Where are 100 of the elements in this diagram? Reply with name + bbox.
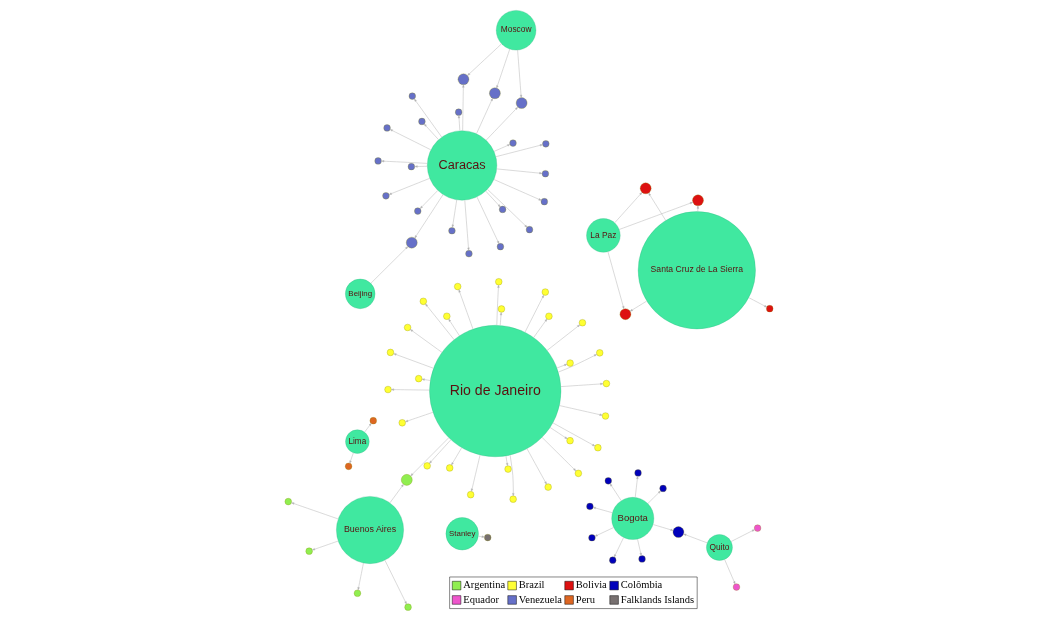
arrow [447,318,460,337]
arrow [451,199,457,228]
node-circle: Rio de Janeiro [428,325,561,457]
arrow [389,484,404,504]
arrow [464,200,470,251]
node-circle [384,386,391,393]
legend-label: Equador [462,593,499,605]
node-circle: Santa Cruz de La Sierra [637,211,756,330]
arrow [414,194,443,239]
arrow [450,447,462,466]
legend-label: Brazil [518,579,545,591]
node-circle: Buenos Aires [335,496,404,564]
arrow [290,502,338,520]
node-circle [414,375,422,383]
node-circle [386,348,394,356]
arrow [613,192,642,223]
arrow [495,144,543,157]
arrow [477,535,485,538]
node-circle [638,555,646,563]
arrow [516,49,522,98]
arrow [388,178,430,195]
arrow [652,524,673,531]
node-circle [496,243,504,251]
arrow [357,562,364,591]
arrow [384,560,407,605]
arrow [419,190,438,209]
arrow [647,192,666,221]
node-circle: Caracas [426,130,497,201]
node-circle [497,305,505,313]
node-circle [541,170,549,178]
arrow [647,490,661,504]
arrow [723,559,735,585]
arrow [682,533,707,544]
node-circle [602,380,610,388]
arrow [486,189,527,228]
arrow [414,165,427,168]
arrow [393,353,434,369]
arrow [424,303,454,340]
node-circle [566,359,574,367]
node-circle [540,198,548,206]
arrow [541,437,576,472]
arrow [389,129,431,150]
legend-label: Bolivia [575,579,607,591]
arrow [410,437,449,477]
arrow [730,529,755,542]
arrow [609,483,621,501]
arrow [546,324,580,351]
arrow [493,144,510,152]
arrow [363,423,371,433]
arrow [594,527,614,537]
arrow [549,427,567,440]
node-circle: La Paz [585,218,620,253]
arrow [618,202,693,230]
arrow [634,476,638,498]
arrow [485,190,500,208]
arrow [505,455,508,466]
node-circle [464,250,472,258]
arrow [458,289,473,330]
arrow [552,422,595,447]
node-circle [601,412,609,420]
arrow [592,506,612,513]
node-circle [504,465,512,473]
arrow [493,179,541,201]
arrow [532,318,547,338]
legend-label: Venezuela [518,593,562,605]
arrow [495,48,510,89]
arrow [557,354,597,373]
arrow [526,448,547,485]
arrow [461,84,464,131]
arrow [457,115,460,131]
arrow [311,540,338,551]
node-circle [587,534,595,542]
node-circle [447,227,455,235]
legend-label: Peru [575,593,595,605]
arrow [629,300,647,312]
arrow [558,405,602,416]
arrow [404,412,433,422]
arrow [466,43,502,76]
arrow [607,251,624,309]
arrow [428,439,451,464]
arrow [470,454,480,492]
arrow [485,107,518,141]
arrow [423,123,439,140]
node-circle [466,491,474,499]
arrow [496,284,499,326]
arrow [556,364,567,369]
arrow [380,160,427,164]
arrow [748,297,767,308]
arrow [524,294,544,333]
node-circle [585,502,593,510]
node-circle: Moscow [495,10,536,51]
arrow [496,168,542,175]
arrow [409,329,442,353]
legend-label: Argentina [462,579,505,591]
node-circle [454,108,462,116]
node-circle: Stanley [445,517,479,551]
node-circle: Bogota [611,497,654,540]
arrow [370,246,408,284]
arrow [696,205,699,212]
arrow [421,378,431,381]
